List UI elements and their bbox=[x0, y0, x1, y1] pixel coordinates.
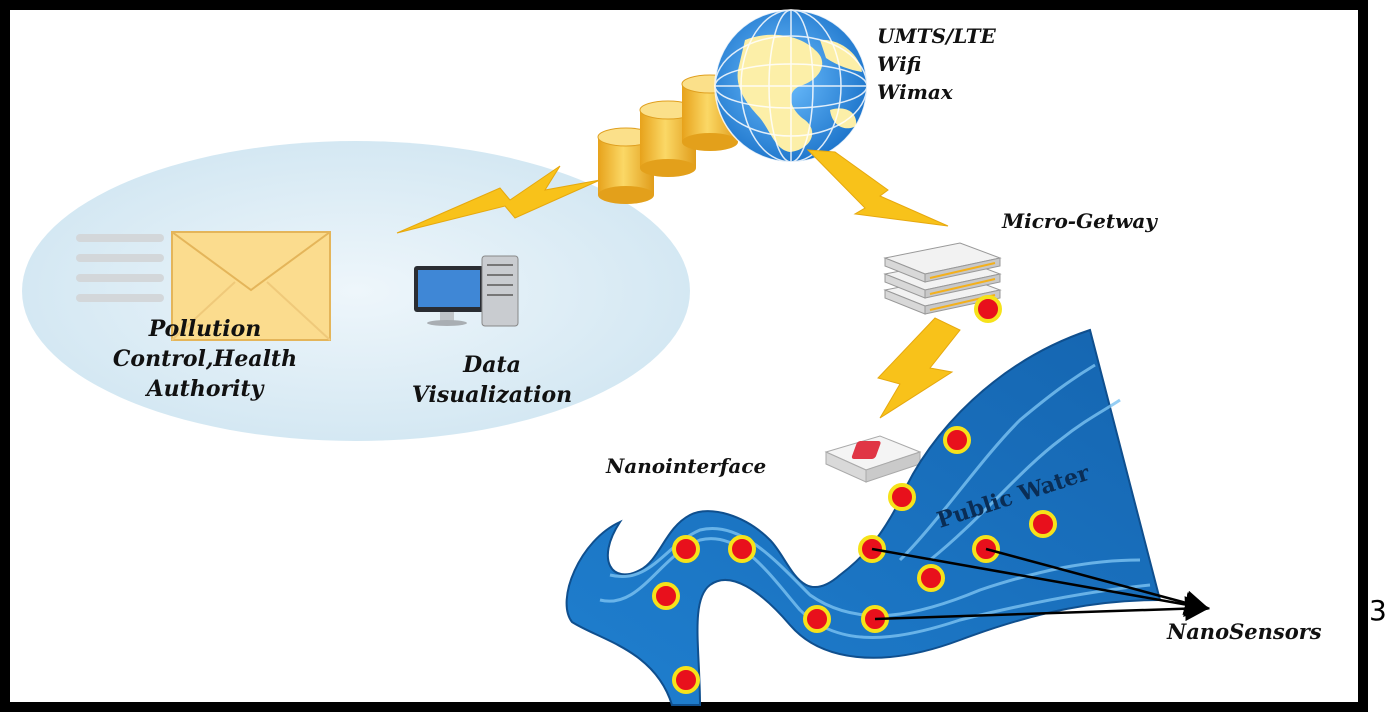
globe-icon bbox=[714, 9, 868, 163]
dataviz-line-1: Data bbox=[463, 352, 521, 378]
nanosensor-dot bbox=[803, 605, 831, 633]
nanosensor-dot bbox=[672, 535, 700, 563]
stray-digit: 3 bbox=[1369, 594, 1386, 627]
river-shape bbox=[565, 328, 1162, 706]
nanosensor-dot bbox=[888, 483, 916, 511]
envelope-icon bbox=[76, 231, 331, 341]
nanointerface-device-icon bbox=[824, 435, 922, 483]
lightning-bolt-icon bbox=[877, 317, 961, 419]
arrow-line bbox=[985, 547, 1210, 615]
network-label-wimax: Wimax bbox=[877, 80, 953, 104]
arrow-line bbox=[871, 547, 1210, 617]
nanosensor-dot bbox=[974, 295, 1002, 323]
nanosensor-dot bbox=[652, 582, 680, 610]
nanosensor-arrows bbox=[871, 547, 1210, 622]
server-stack-icon bbox=[883, 242, 1002, 315]
nanosensor-dot bbox=[728, 535, 756, 563]
lightning-bolt-icon bbox=[396, 165, 601, 234]
nanosensors-label: NanoSensors bbox=[1167, 619, 1322, 644]
nanosensor-dot bbox=[943, 426, 971, 454]
authority-ellipse bbox=[22, 141, 690, 441]
dataviz-line-2: Visualization bbox=[411, 382, 573, 408]
nanosensor-dot bbox=[672, 666, 700, 694]
network-label-umts: UMTS/LTE bbox=[877, 24, 996, 48]
desktop-computer-icon bbox=[414, 255, 519, 327]
lightning-bolt-icon bbox=[806, 149, 949, 227]
authority-line-2: Control,Health bbox=[112, 346, 298, 372]
authority-line-3: Authority bbox=[146, 376, 264, 402]
nanointerface-label: Nanointerface bbox=[606, 454, 767, 478]
micro-gateway-label: Micro-Getway bbox=[1002, 209, 1157, 233]
authority-label: Pollution Control,Health Authority bbox=[100, 314, 310, 404]
authority-line-1: Pollution bbox=[148, 316, 262, 342]
arrow-line bbox=[874, 596, 1210, 622]
nanosensor-dot bbox=[917, 564, 945, 592]
network-technologies-label: UMTS/LTE Wifi Wimax bbox=[877, 22, 996, 106]
nanosensor-dot bbox=[1029, 510, 1057, 538]
data-visualization-label: Data Visualization bbox=[392, 350, 592, 410]
network-label-wifi: Wifi bbox=[877, 52, 922, 76]
